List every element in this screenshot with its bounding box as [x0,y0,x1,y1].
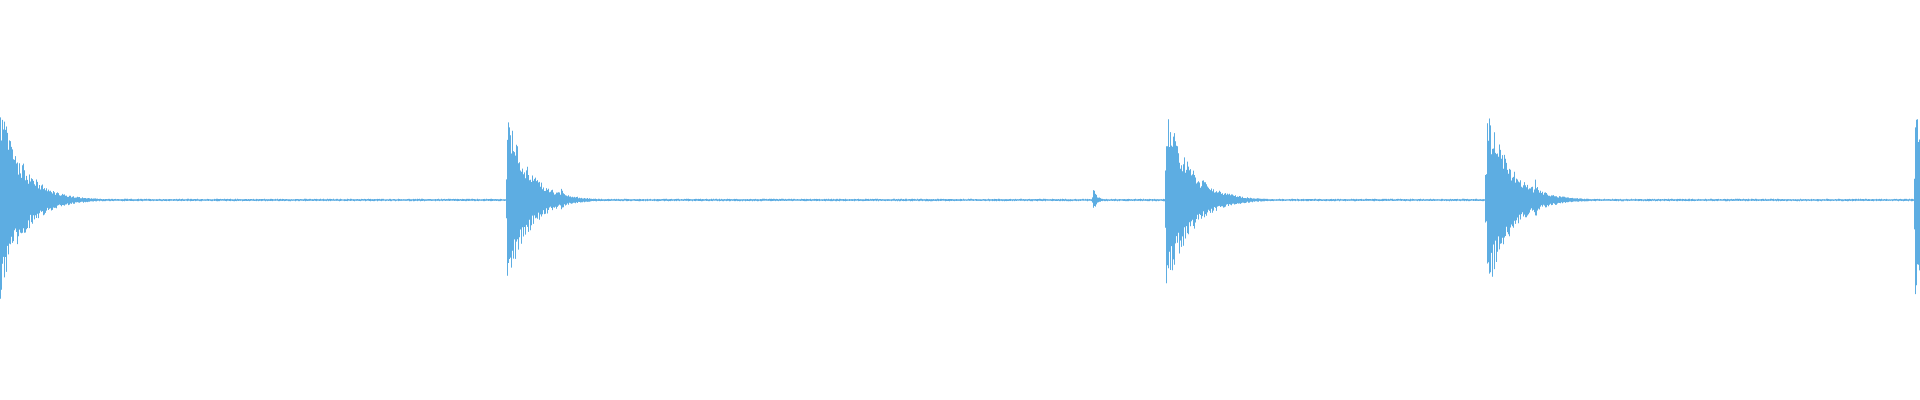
waveform-path [0,117,1920,299]
